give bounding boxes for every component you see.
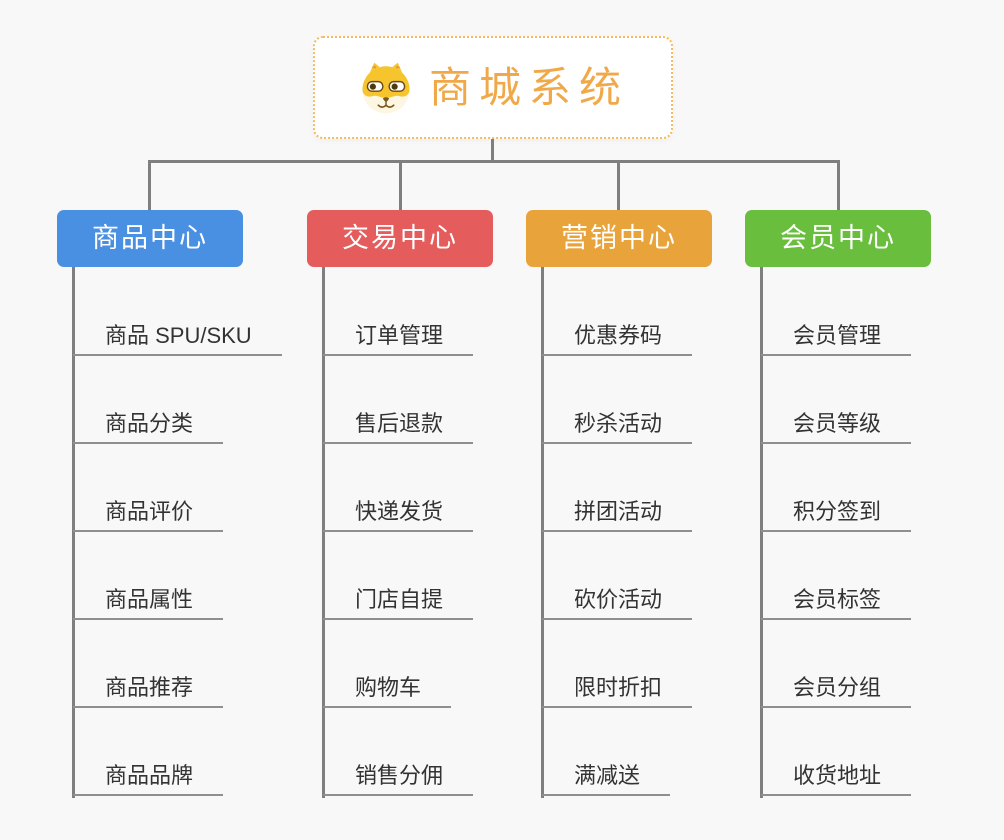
leaf-node-limited-time-discount[interactable]: 限时折扣 bbox=[542, 674, 693, 708]
branch-node-member-center[interactable]: 会员中心 bbox=[745, 210, 931, 267]
connector-root-vertical bbox=[491, 139, 494, 162]
leaf-node-aftersale-refund[interactable]: 售后退款 bbox=[323, 410, 474, 444]
leaf-node-express-shipping[interactable]: 快递发货 bbox=[323, 498, 474, 532]
leaf-node-member-management[interactable]: 会员管理 bbox=[761, 322, 912, 356]
connector-drop-member bbox=[837, 162, 840, 210]
branch-column-product: 商品 SPU/SKU 商品分类 商品评价 商品属性 商品推荐 商品品牌 bbox=[72, 0, 312, 840]
connector-drop-product bbox=[148, 162, 151, 210]
leaf-node-shopping-cart[interactable]: 购物车 bbox=[323, 674, 452, 708]
branch-node-product-center[interactable]: 商品中心 bbox=[57, 210, 243, 267]
trunk-line-marketing bbox=[541, 267, 544, 798]
leaf-node-spend-and-save[interactable]: 满减送 bbox=[542, 762, 671, 796]
leaf-node-member-level[interactable]: 会员等级 bbox=[761, 410, 912, 444]
trunk-line-member bbox=[760, 267, 763, 798]
leaf-node-coupon-code[interactable]: 优惠券码 bbox=[542, 322, 693, 356]
leaf-node-group-buy[interactable]: 拼团活动 bbox=[542, 498, 693, 532]
branch-column-member: 会员管理 会员等级 积分签到 会员标签 会员分组 收货地址 bbox=[760, 0, 1000, 840]
branch-column-marketing: 优惠券码 秒杀活动 拼团活动 砍价活动 限时折扣 满减送 bbox=[541, 0, 781, 840]
leaf-node-product-brand[interactable]: 商品品牌 bbox=[73, 762, 224, 796]
leaf-node-product-spu-sku[interactable]: 商品 SPU/SKU bbox=[73, 322, 282, 356]
leaf-node-store-pickup[interactable]: 门店自提 bbox=[323, 586, 474, 620]
leaf-node-member-groups[interactable]: 会员分组 bbox=[761, 674, 912, 708]
branch-node-marketing-center[interactable]: 营销中心 bbox=[526, 210, 712, 267]
root-title: 商城系统 bbox=[428, 63, 629, 111]
leaf-node-product-recommend[interactable]: 商品推荐 bbox=[73, 674, 224, 708]
trunk-line-product bbox=[72, 267, 75, 798]
leaf-node-bargain-activity[interactable]: 砍价活动 bbox=[542, 586, 693, 620]
branch-column-trade: 订单管理 售后退款 快递发货 门店自提 购物车 销售分佣 bbox=[322, 0, 562, 840]
leaf-node-product-review[interactable]: 商品评价 bbox=[73, 498, 224, 532]
connector-drop-trade bbox=[399, 162, 402, 210]
branch-node-trade-center[interactable]: 交易中心 bbox=[307, 210, 493, 267]
leaf-node-flash-sale[interactable]: 秒杀活动 bbox=[542, 410, 693, 444]
leaf-node-sales-commission[interactable]: 销售分佣 bbox=[323, 762, 474, 796]
connector-horizontal-bus bbox=[148, 160, 840, 163]
leaf-node-product-attribute[interactable]: 商品属性 bbox=[73, 586, 224, 620]
leaf-node-points-checkin[interactable]: 积分签到 bbox=[761, 498, 912, 532]
connector-drop-marketing bbox=[617, 162, 620, 210]
leaf-node-product-category[interactable]: 商品分类 bbox=[73, 410, 224, 444]
root-node[interactable]: 商城系统 bbox=[313, 36, 673, 139]
leaf-node-shipping-address[interactable]: 收货地址 bbox=[761, 762, 912, 796]
leaf-node-order-management[interactable]: 订单管理 bbox=[323, 322, 474, 356]
trunk-line-trade bbox=[322, 267, 325, 798]
leaf-node-member-tags[interactable]: 会员标签 bbox=[761, 586, 912, 620]
shiba-dog-icon bbox=[357, 59, 415, 117]
